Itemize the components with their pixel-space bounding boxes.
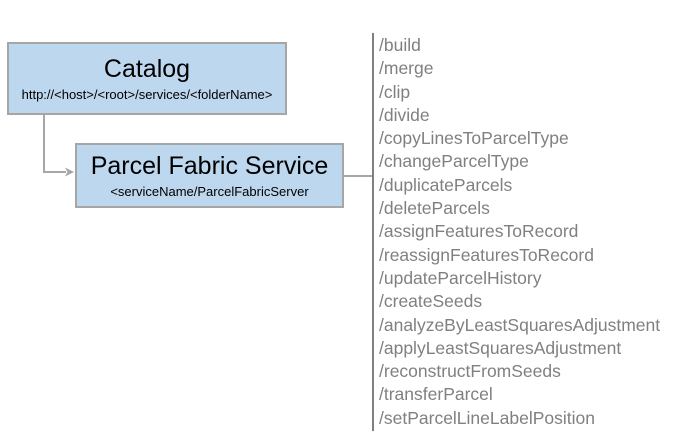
catalog-box: Catalog http://<host>/<root>/services/<f… [7, 42, 287, 115]
endpoint-item: /deleteParcels [379, 198, 490, 219]
endpoint-item: /assignFeaturesToRecord [379, 221, 579, 242]
endpoint-item: /merge [379, 58, 434, 79]
service-url-pattern: <serviceName/ParcelFabricServer [110, 184, 309, 199]
catalog-url-pattern: http://<host>/<root>/services/<folderNam… [21, 87, 273, 102]
parcel-fabric-service-box: Parcel Fabric Service <serviceName/Parce… [75, 143, 344, 208]
endpoint-item: /analyzeByLeastSquaresAdjustment [379, 314, 661, 335]
endpoint-item: /copyLinesToParcelType [379, 128, 569, 149]
endpoint-item: /transferParcel [379, 384, 493, 405]
endpoint-item: /createSeeds [379, 291, 483, 312]
catalog-title: Catalog [103, 55, 191, 83]
endpoint-item: /divide [379, 104, 430, 125]
endpoint-item: /changeParcelType [379, 151, 529, 172]
endpoint-item: /updateParcelHistory [379, 267, 542, 288]
arrowhead-icon [65, 167, 74, 177]
endpoints-divider-line [372, 33, 374, 431]
endpoint-item: /setParcelLineLabelPosition [379, 407, 595, 428]
endpoint-list: /build/merge/clip/divide/copyLinesToParc… [379, 34, 684, 430]
service-title: Parcel Fabric Service [90, 152, 329, 180]
endpoint-item: /build [379, 35, 421, 55]
endpoint-item: /clip [379, 81, 411, 102]
endpoint-item: /reconstructFromSeeds [379, 361, 561, 382]
endpoint-item: /applyLeastSquaresAdjustment [379, 337, 622, 358]
catalog-to-service-connector [43, 115, 66, 173]
endpoint-item: /reassignFeaturesToRecord [379, 244, 594, 265]
endpoint-item: /duplicateParcels [379, 174, 513, 195]
